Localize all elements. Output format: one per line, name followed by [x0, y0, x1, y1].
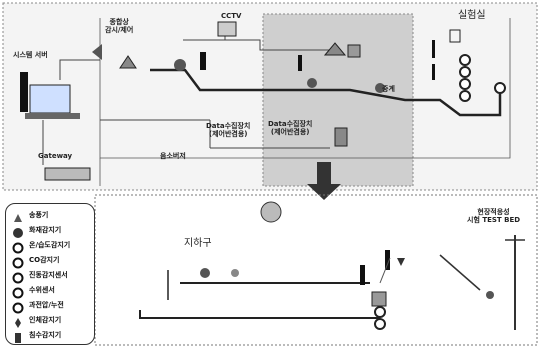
legend-label: 진동감지센서 — [29, 270, 68, 280]
cctv-label: CCTV — [221, 12, 241, 20]
legend-item: 화재감지기 — [12, 224, 61, 236]
pressure-stop-label: 음소버저 — [160, 152, 186, 160]
legend-label: 온/습도감지기 — [29, 240, 70, 250]
gateway-label: Gateway — [38, 152, 72, 160]
legend-label: 수위센서 — [29, 285, 55, 295]
legend-item: 과전압/누전 — [12, 299, 64, 311]
legend-item: 수위센서 — [12, 284, 55, 296]
legend-item: 온/습도감지기 — [12, 239, 70, 251]
legend-item: CO감지기 — [12, 254, 59, 266]
data-collector-2-label: Data수집장치 (제어반겸용) — [268, 120, 312, 136]
legend-label: 인체감지기 — [29, 315, 61, 325]
flood-detector-icon — [12, 329, 24, 341]
legend-label: CO감지기 — [29, 255, 59, 265]
legend-label: 송풍기 — [29, 210, 48, 220]
server-monitor — [30, 85, 70, 113]
fire-detector-icon — [12, 224, 24, 236]
vibration-sensor-icon — [12, 269, 24, 281]
system-server-label: 시스템 서버 — [13, 51, 48, 59]
legend-label: 화재감지기 — [29, 225, 61, 235]
legend-label: 과전압/누전 — [29, 300, 64, 310]
temp-humidity-icon — [12, 239, 24, 251]
surveillance-label: 종합상 감시/제어 — [105, 18, 133, 34]
test-bed-label: 현장적응성 시험 TEST BED — [467, 208, 520, 224]
co-detector-icon — [12, 254, 24, 266]
intrusion-icon — [12, 314, 24, 326]
pipe-leak-icon — [12, 299, 24, 311]
underground-label: 지하구 — [184, 238, 212, 250]
legend-item: 침수감지기 — [12, 329, 61, 341]
repeater-icon — [12, 209, 24, 221]
legend-item: 송풍기 — [12, 209, 48, 221]
legend-label: 침수감지기 — [29, 330, 61, 340]
tunnel-line — [140, 310, 380, 318]
gateway-box — [45, 168, 90, 180]
lab-label: 실험실 — [458, 10, 486, 22]
data-collector-1-label: Data수집장치 (제어반겸용) — [206, 122, 250, 138]
legend-item: 진동감지센서 — [12, 269, 68, 281]
water-level-icon — [12, 284, 24, 296]
legend-item: 인체감지기 — [12, 314, 61, 326]
relay-label: 중계 — [382, 85, 395, 93]
lab-area — [263, 14, 413, 186]
